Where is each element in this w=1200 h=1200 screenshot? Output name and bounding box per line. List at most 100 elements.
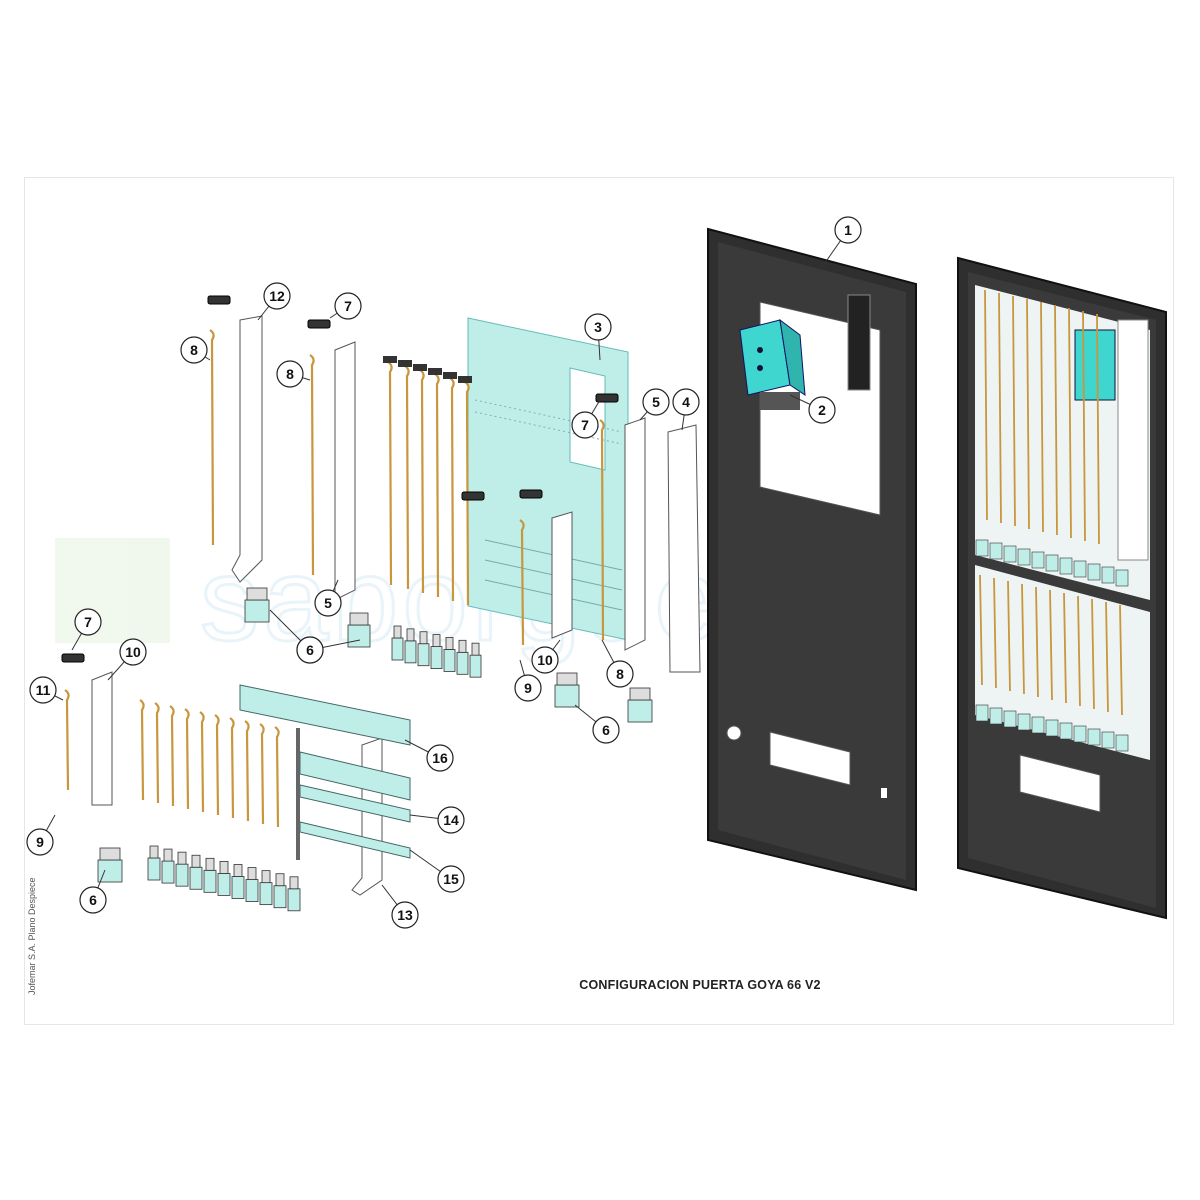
spring-wire [309,354,315,576]
callout-bubble: 12 [263,282,291,310]
retaining-clip [595,393,619,403]
callout-number: 3 [594,319,602,335]
retaining-clip [307,319,331,329]
callout-number: 12 [269,288,285,304]
assembled-spring [1054,304,1058,536]
assembled-cup [1059,557,1073,575]
coin-cup-lever [419,631,428,645]
assembled-cups [975,539,1129,752]
coin-cup [404,640,417,664]
callout-bubble: 10 [531,646,559,674]
assembled-cup [1045,554,1059,572]
coin-cup [217,873,231,896]
side-plate-10-mid [551,511,573,639]
assembled-cup [989,707,1003,725]
coin-cup [175,863,189,887]
assembled-spring [1026,298,1030,530]
coin-cup-single-lever [99,847,121,861]
callout-circle [606,660,634,688]
callout-circle [834,216,862,244]
callout-number: 16 [432,750,448,766]
callout-number: 10 [125,644,141,660]
side-plate-12 [231,315,263,583]
callout-circle [672,388,700,416]
side-plate-5-right [624,417,646,651]
coin-cup [231,876,245,899]
callout-number: 11 [36,682,51,698]
side-plate-10-left [91,671,113,806]
coin-cup-single [244,599,270,623]
assembled-spring [1096,313,1100,545]
cup-rows [97,587,653,912]
callout-bubble: 1 [834,216,862,244]
coin-cup-lever [261,870,271,884]
callout-circle [29,676,57,704]
callout-circle [391,901,419,929]
callout-bubble: 2 [808,396,836,424]
coin-cup [203,869,217,893]
coin-cup [456,651,469,675]
retaining-clip [519,489,543,499]
coin-cup [469,654,482,678]
callout-bubble: 5 [314,589,342,617]
callout-number: 6 [89,892,97,908]
spring-wire [169,705,175,807]
coin-cup-lever [275,873,285,887]
coin-cup [245,879,259,902]
coin-cup-lever [191,854,201,868]
spring-wire [199,711,205,813]
spring-wire [214,714,220,816]
callout-number: 7 [344,298,352,314]
coin-cup [443,649,456,672]
callout-number: 6 [306,642,314,658]
callout-bubble: 8 [606,660,634,688]
coin-cup-lever [471,642,480,656]
callout-number: 6 [602,722,610,738]
assembled-cup [1101,566,1115,584]
assembled-cup [1003,710,1017,728]
callout-number: 4 [682,394,690,410]
callout-circle [642,388,670,416]
coin-cup [430,646,443,669]
retaining-clip [207,295,231,305]
callout-number: 9 [36,834,44,850]
callout-number: 15 [443,871,459,887]
callout-circle [79,886,107,914]
assembled-cup [1115,569,1129,587]
drawing-title: CONFIGURACION PUERTA GOYA 66 V2 [579,978,821,992]
coin-cup-lever [219,861,229,874]
coin-cup [287,888,301,912]
assembled-cup [1017,548,1031,566]
side-note: Jofemar S.A. Plano Despiece [27,877,37,995]
assembled-spring [1035,586,1039,698]
spring-wire [209,329,215,546]
assembled-spring [1040,301,1044,533]
assembled-cup [1087,563,1101,581]
callout-bubble: 10 [119,638,147,666]
callout-number: 10 [537,652,553,668]
callout-number: 8 [190,342,198,358]
callout-number: 2 [818,402,826,418]
coin-cup [273,885,287,909]
callout-number: 7 [84,614,92,630]
assembled-spring [1012,295,1016,527]
coin-cup [259,882,273,906]
coin-cup [189,866,203,890]
spring-wire [139,699,145,801]
callout-circle [437,806,465,834]
coin-cup-lever [163,848,173,862]
assembled-spring [1063,592,1067,704]
assembled-spring [993,577,997,689]
retaining-clip [413,364,427,371]
assembled-spring [998,292,1002,524]
door-panel-assembled [957,256,1167,920]
coin-cup-lever [393,625,402,639]
coin-cup-single [347,624,371,648]
assembled-cup [975,704,989,722]
callout-number: 5 [324,595,332,611]
callout-bubble: 8 [276,360,304,388]
spring-wire [244,720,250,822]
spring-wire [184,708,190,810]
callout-circle [26,828,54,856]
